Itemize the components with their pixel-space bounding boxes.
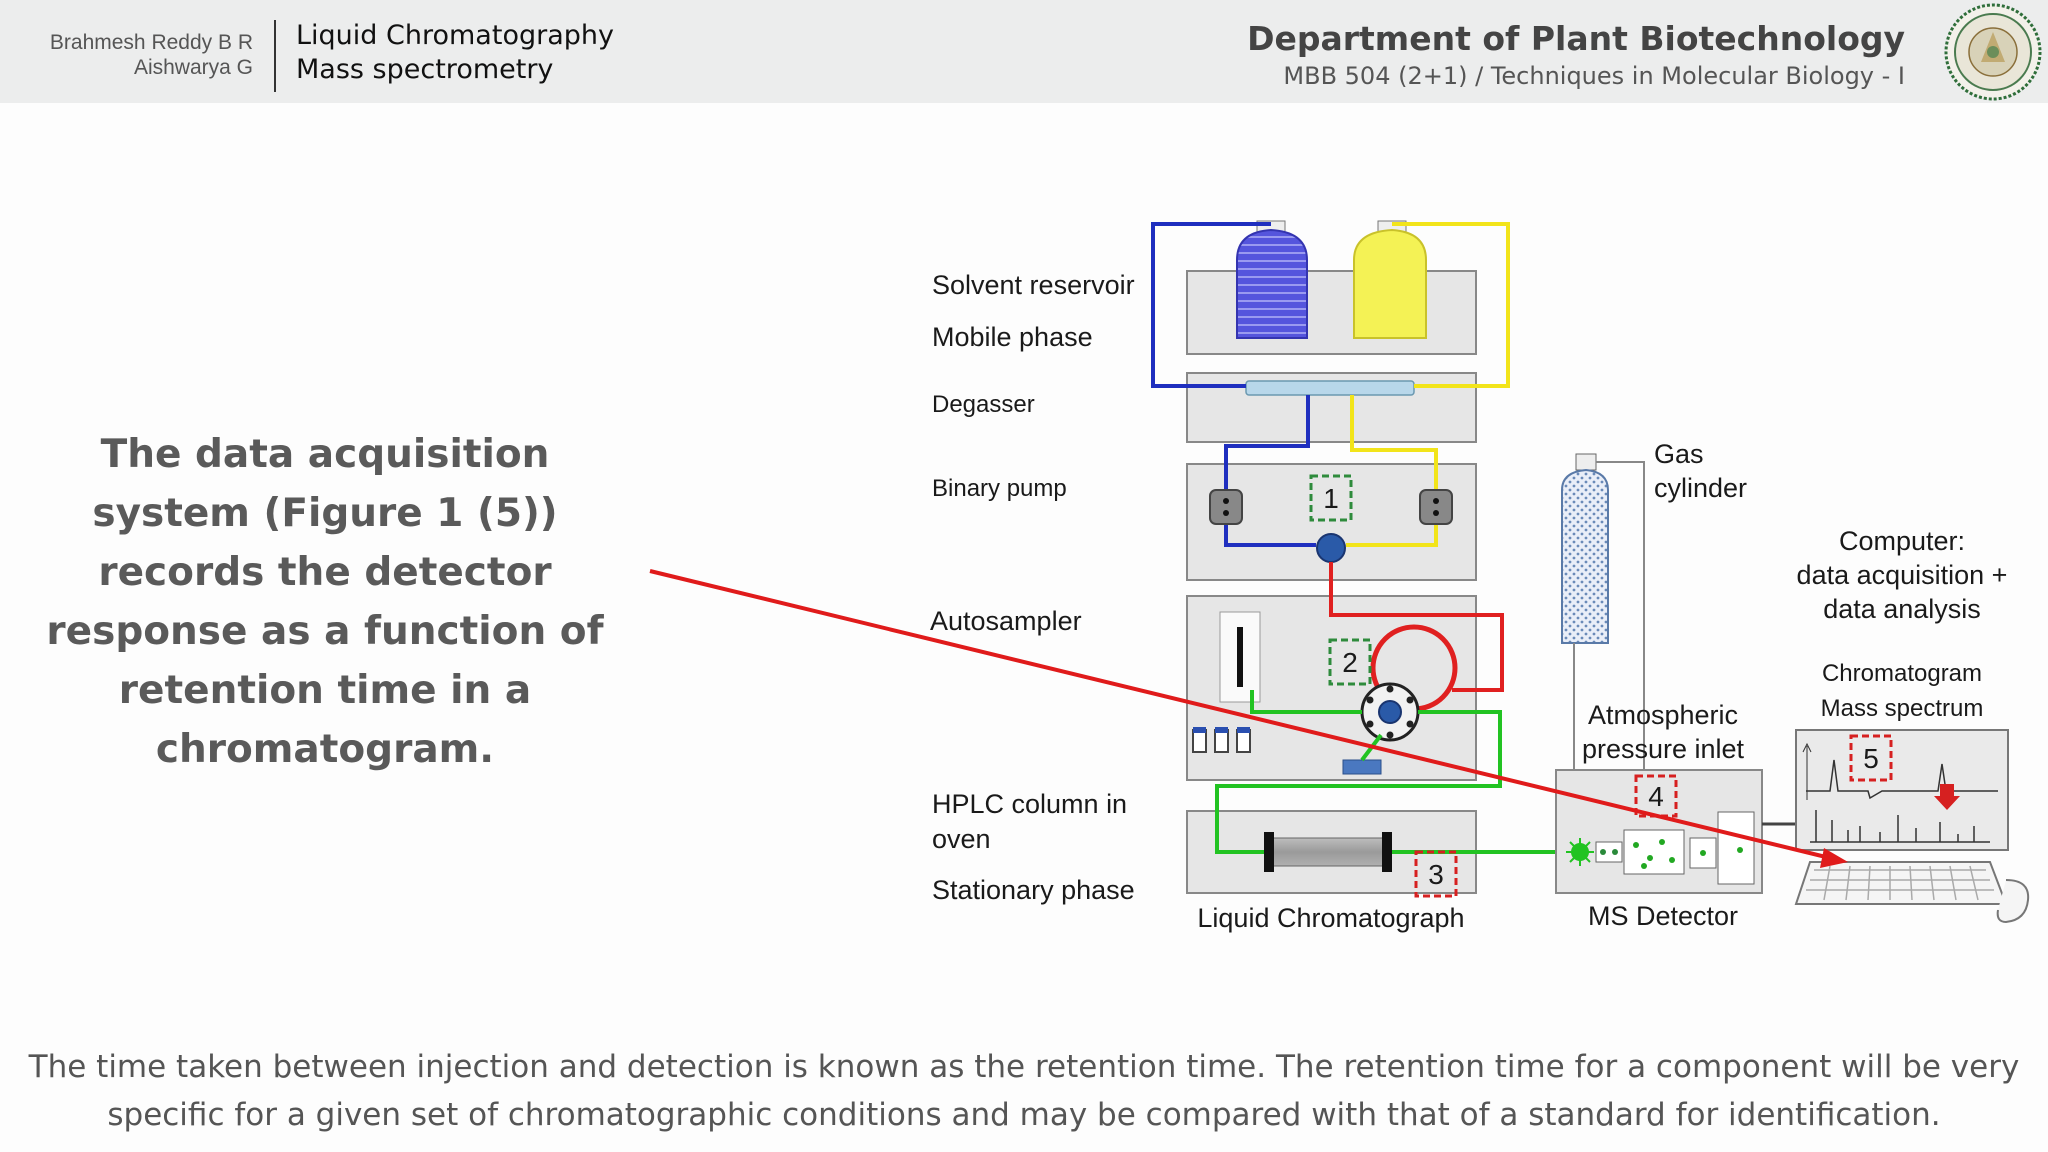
yellow-tubing [1346,525,1438,547]
label-atmospheric: Atmospheric [1588,700,1738,730]
label-data-analysis: data analysis [1823,594,1981,624]
blue-tubing [1224,395,1310,505]
marker-label: 4 [1648,781,1664,812]
sample-vials-icon [1192,727,1251,753]
peak-selection-arrow-icon [1934,784,1960,810]
label-mobile-phase: Mobile phase [932,322,1093,352]
degasser-chamber [1245,380,1415,396]
blue-tubing [1151,222,1271,388]
mixer-icon [1316,533,1346,563]
ion-source-icon [1566,838,1594,866]
marker-2: 2 [1328,638,1372,686]
label-liquid-chromatograph: Liquid Chromatograph [1197,903,1464,933]
label-degasser: Degasser [932,391,1035,418]
gas-line [1596,461,1645,770]
label-gas: Gas [1654,439,1704,469]
author-name: Brahmesh Reddy B R [49,31,253,54]
label-pressure-inlet: pressure inlet [1582,734,1745,764]
label-mass-spectrum: Mass spectrum [1821,695,1984,722]
injection-valve-icon [1360,682,1420,742]
green-tubing [1215,710,1502,854]
yellow-tubing [1392,222,1510,388]
main-description: The data acquisition system (Figure 1 (5… [46,432,604,772]
label-binary-pump: Binary pump [932,475,1067,502]
label-chromatogram: Chromatogram [1822,660,1982,687]
marker-label: 3 [1428,859,1444,890]
caption-text: The time taken between injection and det… [28,1049,2020,1133]
topic-line: Mass spectrometry [296,54,554,85]
chromatogram-trace [1802,742,1998,800]
mass-spectrum-trace [1810,810,1990,843]
authors: Brahmesh Reddy B R Aishwarya G [50,30,253,80]
solvent-tray [1186,270,1477,355]
label-solvent-reservoir: Solvent reservoir [932,270,1135,300]
keyboard-icon [1794,861,2030,924]
label-computer: Computer: [1839,526,1965,556]
marker-label: 2 [1342,647,1358,678]
label-hplc-column-oven: oven [932,824,991,854]
header-divider [274,20,276,92]
marker-1: 1 [1309,474,1353,522]
label-data-acquisition: data acquisition + [1797,560,2008,590]
gas-cylinder-icon [1561,453,1609,644]
ion-transfer-icon [1595,811,1755,885]
marker-label: 1 [1323,483,1339,514]
header-bar: Brahmesh Reddy B R Aishwarya G Liquid Ch… [0,0,2048,103]
yellow-solvent-bottle-icon [1353,220,1427,339]
department-name: Department of Plant Biotechnology [1247,19,1905,58]
pump-head-icon [1209,489,1243,525]
topic-line: Liquid Chromatography [296,20,614,51]
department-block: Department of Plant Biotechnology MBB 50… [1247,17,1905,91]
marker-3: 3 [1414,850,1458,898]
red-tubing [1329,562,1504,692]
label-hplc-column: HPLC column in [932,789,1127,819]
lecture-topic: Liquid Chromatography Mass spectrometry [296,19,614,87]
blue-solvent-bottle-icon [1236,220,1308,339]
blue-tubing [1224,525,1316,547]
label-cylinder: cylinder [1654,473,1747,503]
course-title: MBB 504 (2+1) / Techniques in Molecular … [1283,62,1905,90]
marker-5: 5 [1849,734,1893,782]
pointer-arrow [649,569,1848,868]
yellow-tubing [1350,395,1438,505]
monitor-screen [1795,729,2009,851]
label-autosampler: Autosampler [930,606,1082,636]
hplc-column-icon [1264,832,1392,872]
green-tubing [1250,690,1362,714]
author-name: Aishwarya G [133,56,253,79]
label-ms-detector: MS Detector [1588,901,1738,931]
sampler-needle [1237,627,1243,687]
university-seal-icon [1944,3,2042,101]
label-stationary-phase: Stationary phase [932,875,1135,905]
marker-label: 5 [1863,743,1879,774]
pump-head-icon [1419,489,1453,525]
wash-port [1342,759,1382,775]
